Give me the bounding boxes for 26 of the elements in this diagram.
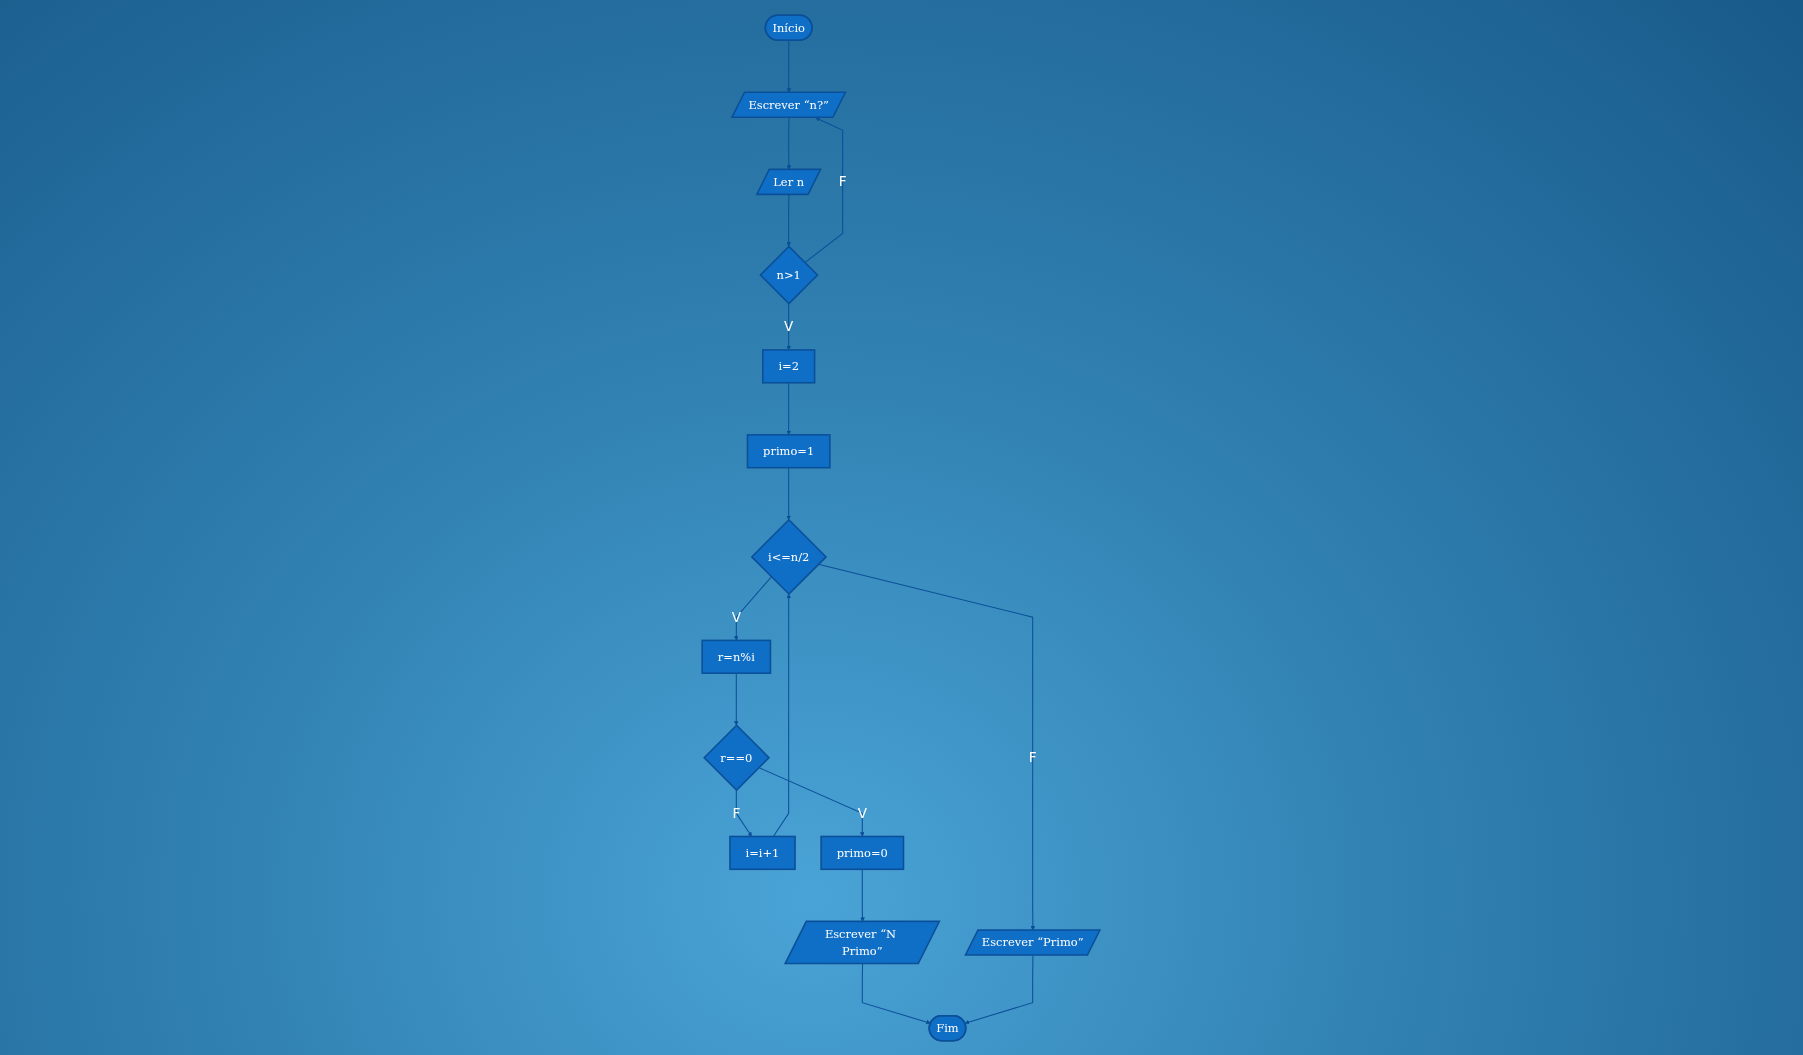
node-box: r=n%i: [701, 639, 772, 674]
edge-label: F: [839, 173, 848, 189]
edge-label: V: [732, 608, 742, 625]
arrow: [734, 672, 740, 726]
arrow: [965, 954, 1034, 1024]
arrow: [786, 193, 792, 247]
arrow: [758, 766, 866, 837]
node-diamond: n>1: [759, 244, 820, 305]
arrow: [773, 593, 792, 837]
arrow: [786, 381, 792, 435]
node-box: primo=0: [820, 835, 905, 870]
edge-label: F: [1029, 749, 1038, 765]
node-box: i=2: [762, 348, 816, 384]
arrow: [786, 302, 792, 350]
node-diamond: r==0: [703, 723, 771, 791]
node-box: i=i+1: [729, 835, 797, 870]
edge-label: V: [858, 804, 868, 821]
arrow: [818, 563, 1036, 930]
arrow: [734, 575, 773, 641]
edge-label: F: [732, 804, 741, 821]
edge-label: V: [784, 318, 794, 334]
arrow: [736, 789, 753, 837]
arrow: [786, 466, 792, 520]
node-box: primo=1: [747, 433, 832, 469]
node-diamond: i<=n/2: [751, 518, 828, 595]
arrow: [804, 116, 844, 263]
